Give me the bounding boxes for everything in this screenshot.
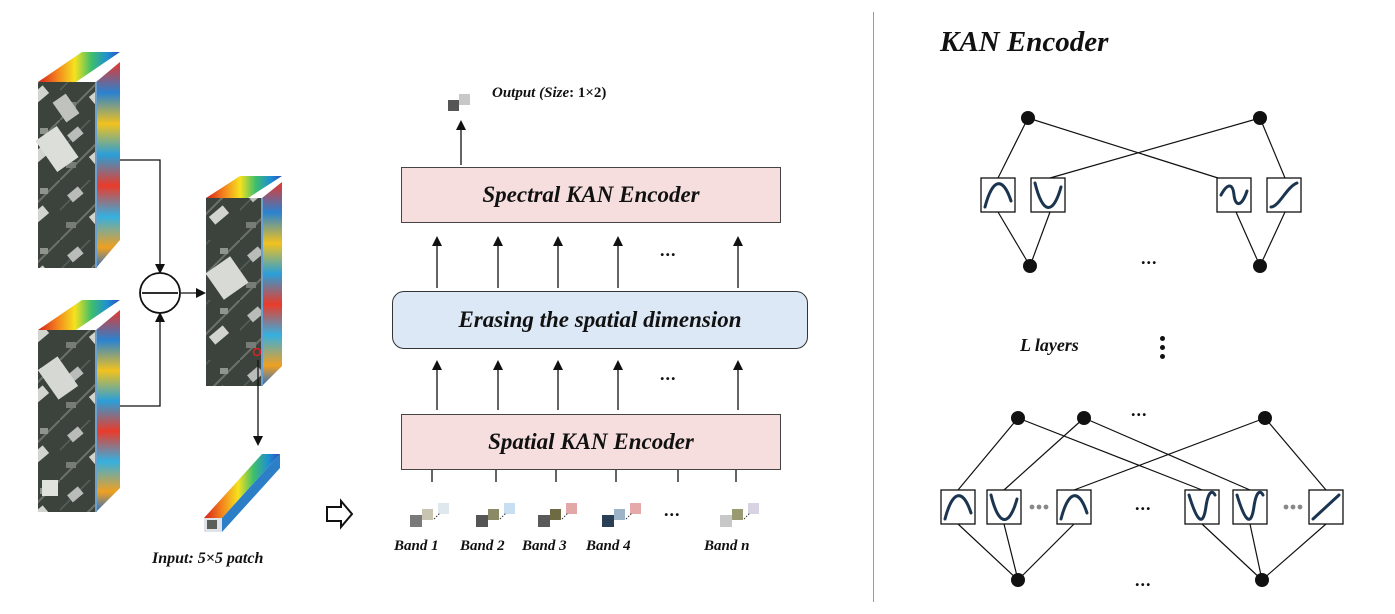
kan-fn-top-1 xyxy=(980,177,1016,213)
band-label-2: Band 2 xyxy=(460,538,505,554)
band-cube-1 xyxy=(410,503,449,527)
kan-fn-bottom-6 xyxy=(1308,489,1344,525)
vertical-ellipsis xyxy=(1158,336,1166,360)
kan-node-top-in-1 xyxy=(1021,111,1035,125)
arrow-ellipsis-bottom: ... xyxy=(660,364,677,384)
band-cubes xyxy=(410,503,759,527)
output-label: Output (Size: 1×2) xyxy=(492,85,607,101)
kan-fn-bottom-5 xyxy=(1232,489,1268,525)
band-cube-2 xyxy=(476,503,515,527)
kan-node-top-out-2 xyxy=(1253,259,1267,273)
kan-fn-top-4 xyxy=(1266,177,1302,213)
middle-arrows xyxy=(431,120,743,482)
band-label-1: Band 1 xyxy=(394,538,439,554)
spatial-kan-encoder: Spatial KAN Encoder xyxy=(401,414,781,470)
cube-connectors xyxy=(120,159,263,446)
arrow-ellipsis-top: ... xyxy=(660,240,677,260)
kan-node-bottom-out-1 xyxy=(1011,573,1025,587)
output-pixel xyxy=(448,94,470,111)
hsi-cube-bottom xyxy=(37,300,120,512)
band-label-5: Band n xyxy=(704,538,750,554)
kan-fn-bottom-1 xyxy=(940,489,976,525)
kan-fn-bottom-4 xyxy=(1184,489,1220,525)
kan-node-bottom-out-2 xyxy=(1255,573,1269,587)
band-ellipsis: ... xyxy=(664,500,681,520)
erase-spatial-block: Erasing the spatial dimension xyxy=(392,291,808,349)
subtraction-operator xyxy=(139,272,181,314)
panel-divider xyxy=(873,12,874,602)
kan-ellipsis-3: ... xyxy=(1135,494,1152,514)
kan-network xyxy=(940,111,1344,587)
kan-fn-top-2 xyxy=(1030,177,1066,213)
kan-node-bottom-in-3 xyxy=(1258,411,1272,425)
output-pixel-b xyxy=(459,94,470,105)
kan-node-bottom-in-2 xyxy=(1077,411,1091,425)
kan-encoder-title: KAN Encoder xyxy=(940,26,1109,58)
output-pixel-a xyxy=(448,100,459,111)
grey-ellipsis-dot xyxy=(1297,504,1303,510)
band-cube-5 xyxy=(720,503,759,527)
kan-ellipsis-4: ... xyxy=(1135,570,1152,590)
grey-ellipsis-dot xyxy=(1036,504,1042,510)
band-cube-3 xyxy=(538,503,577,527)
band-label-4: Band 4 xyxy=(586,538,631,554)
hsi-cube-difference xyxy=(205,176,282,386)
input-patch xyxy=(204,454,280,532)
kan-node-bottom-in-1 xyxy=(1011,411,1025,425)
kan-fn-top-3 xyxy=(1216,177,1252,213)
kan-node-top-in-2 xyxy=(1253,111,1267,125)
band-label-3: Band 3 xyxy=(522,538,567,554)
kan-ellipsis-2: ... xyxy=(1131,400,1148,420)
grey-ellipsis-dot xyxy=(1283,504,1289,510)
input-label: Input: 5×5 patch xyxy=(152,550,264,567)
layers-label: L layers xyxy=(1020,335,1079,355)
kan-fn-bottom-2 xyxy=(986,489,1022,525)
flow-arrow-icon xyxy=(326,498,354,530)
kan-fn-bottom-3 xyxy=(1056,489,1092,525)
kan-node-top-out-1 xyxy=(1023,259,1037,273)
grey-ellipsis-dot xyxy=(1029,504,1035,510)
band-cube-4 xyxy=(602,503,641,527)
spectral-kan-encoder: Spectral KAN Encoder xyxy=(401,167,781,223)
kan-ellipsis-1: ... xyxy=(1141,248,1158,268)
hsi-cube-top xyxy=(35,52,120,268)
grey-ellipsis-dot xyxy=(1290,504,1296,510)
grey-ellipsis-dot xyxy=(1043,504,1049,510)
